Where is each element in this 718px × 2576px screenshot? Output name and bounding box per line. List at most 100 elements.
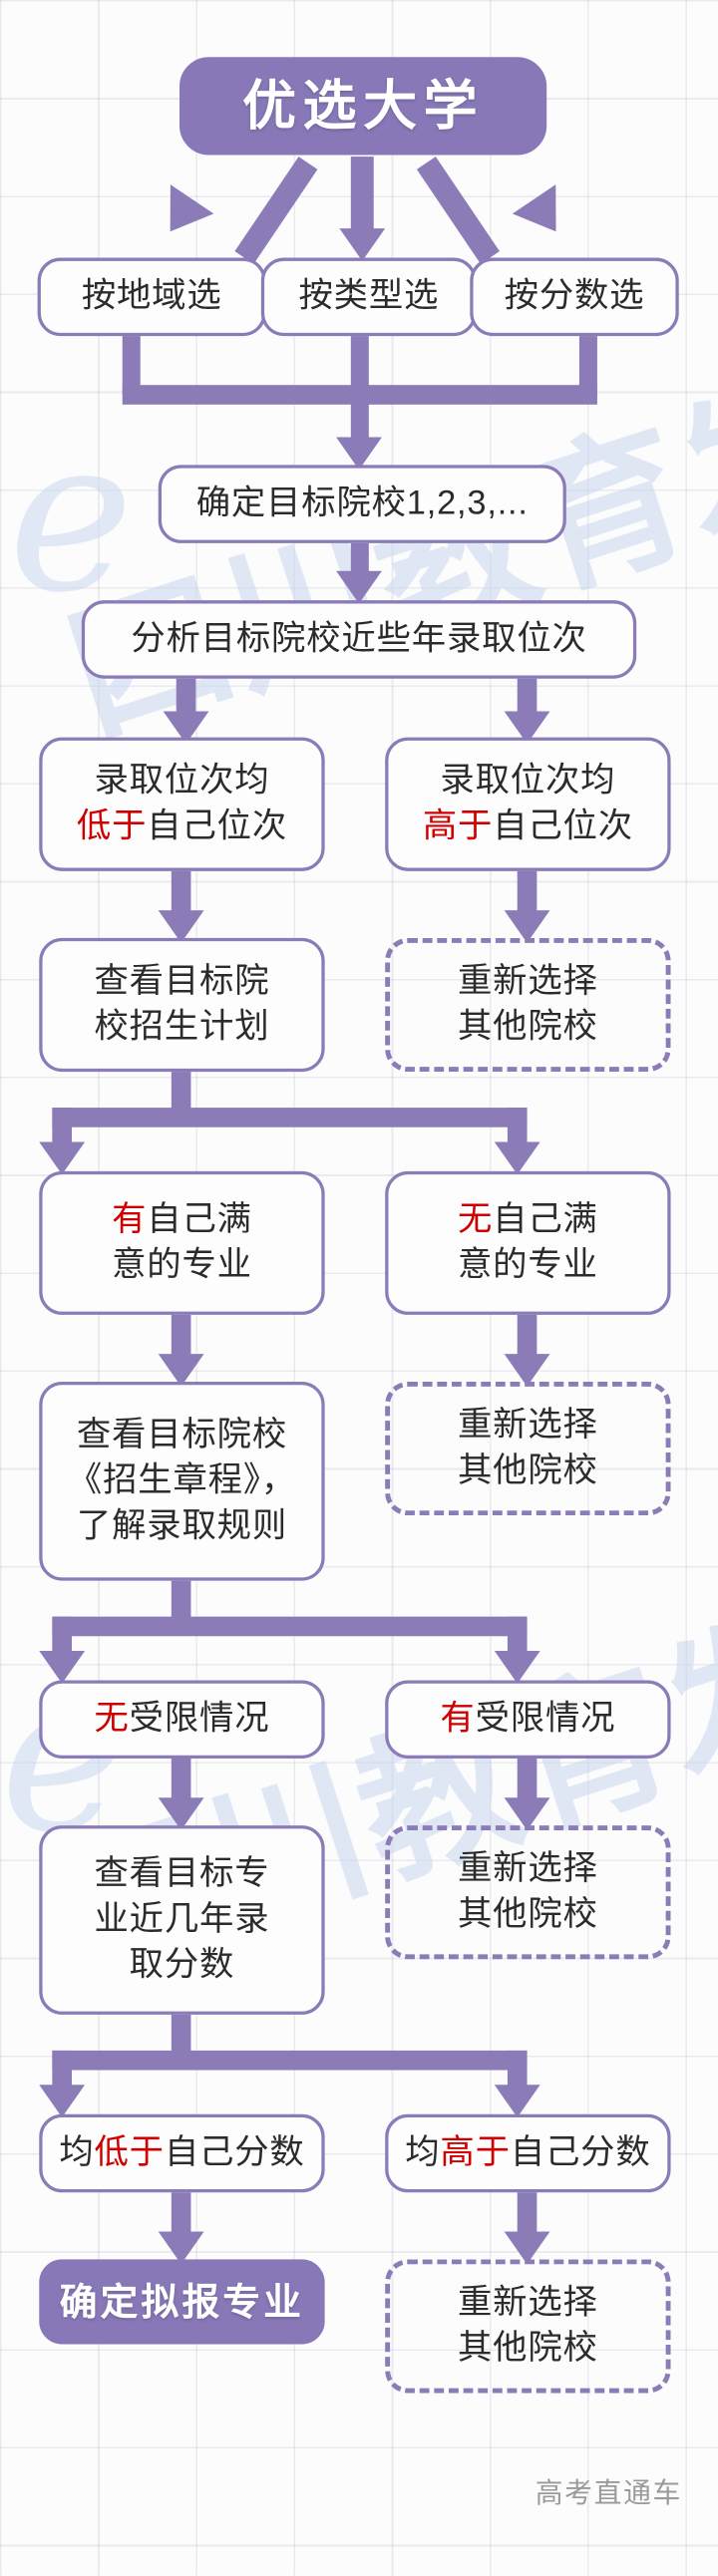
- node-rank-lower-line2: 低于自己位次: [76, 807, 287, 845]
- connector-analyze-to-lower: [176, 678, 196, 718]
- node-score-lower-text: 均低于自己分数: [59, 2133, 305, 2172]
- connector-score-down: [578, 336, 597, 395]
- node-analyze-admission-rank[interactable]: 分析目标院校近些年录取位次: [81, 600, 637, 679]
- node-has-restriction[interactable]: 有受限情况: [385, 1680, 671, 1759]
- node-view-major-scores[interactable]: 查看目标专 业近几年录 取分数: [39, 1825, 325, 2015]
- node-rank-higher-line2: 高于自己位次: [422, 807, 633, 845]
- connector-bus-left-limits: [52, 1616, 72, 1660]
- footer-credit: 高考直通车: [535, 2477, 682, 2509]
- arrowhead-to-charter: [158, 1354, 204, 1387]
- arrowhead-root-to-score: [512, 184, 578, 246]
- connector-has-limit-down: [517, 1759, 538, 1808]
- connector-no-limit-down: [171, 1759, 191, 1808]
- node-charter-line1: 查看目标院校: [76, 1417, 287, 1454]
- node-reselect-4[interactable]: 重新选择 其他院校: [385, 2259, 671, 2394]
- connector-charter-down: [171, 1580, 191, 1627]
- connector-score-lower-down: [171, 2192, 191, 2242]
- connector-bus-left-majors: [52, 1108, 72, 1150]
- arrowhead-to-major-score: [158, 1797, 204, 1830]
- node-has-limit-text: 有受限情况: [440, 1700, 616, 1738]
- node-major-score-line1: 查看目标专: [94, 1855, 270, 1893]
- node-no-satisfying-major[interactable]: 无自己满 意的专业: [385, 1170, 671, 1315]
- node-by-type[interactable]: 按类型选: [260, 257, 477, 337]
- node-has-major-line2: 意的专业: [112, 1246, 252, 1284]
- node-view-enrollment-plan[interactable]: 查看目标院 校招生计划: [39, 937, 325, 1073]
- node-no-restriction[interactable]: 无受限情况: [39, 1680, 325, 1759]
- connector-root-to-score: [416, 157, 500, 264]
- node-view-admission-charter[interactable]: 查看目标院校 《招生章程》， 了解录取规则: [39, 1382, 325, 1581]
- arrowhead-to-reselect-4: [504, 2231, 550, 2265]
- arrowhead-to-plan: [158, 910, 204, 943]
- arrowhead-to-score-lower: [39, 2085, 86, 2117]
- arrowhead-to-reselect-2: [504, 1354, 550, 1387]
- node-root-优选大学[interactable]: 优选大学: [180, 57, 547, 156]
- connector-root-to-type: [350, 157, 374, 238]
- connector-analyze-to-higher: [517, 678, 538, 718]
- arrowhead-to-no-limit: [39, 1651, 86, 1684]
- watermark-logo-icon: e: [8, 391, 135, 640]
- arrowhead-to-final: [158, 2231, 204, 2265]
- node-reselect-1[interactable]: 重新选择 其他院校: [385, 937, 671, 1073]
- connector-type-down: [350, 336, 369, 395]
- connector-target-to-analyze: [350, 542, 369, 579]
- split-bus-majors: [52, 1108, 528, 1127]
- node-final-choose-major[interactable]: 确定拟报专业: [39, 2259, 325, 2345]
- node-plan-line1: 查看目标院: [94, 962, 270, 1001]
- connector-region-down: [122, 336, 141, 395]
- connector-bus-left-scores: [52, 2050, 72, 2093]
- node-reselect-1-line1: 重新选择: [458, 962, 598, 1001]
- node-reselect-2-line2: 其他院校: [458, 1451, 598, 1489]
- arrowhead-to-target-schools: [336, 437, 382, 471]
- arrowhead-to-has-major: [39, 1141, 86, 1175]
- split-bus-limits: [52, 1616, 528, 1637]
- node-charter-line2: 《招生章程》，: [67, 1461, 296, 1500]
- node-reselect-1-line2: 其他院校: [458, 1008, 598, 1046]
- node-by-score[interactable]: 按分数选: [470, 257, 679, 337]
- connector-bus-right-majors: [507, 1108, 528, 1150]
- connector-plan-down: [171, 1072, 191, 1118]
- arrowhead-to-has-limit: [494, 1651, 540, 1684]
- node-rank-lower-line1: 录取位次均: [94, 762, 270, 801]
- node-reselect-4-line1: 重新选择: [458, 2284, 598, 2323]
- node-rank-lower[interactable]: 录取位次均 低于自己位次: [39, 737, 325, 871]
- node-charter-line3: 了解录取规则: [76, 1506, 287, 1545]
- node-plan-line2: 校招生计划: [94, 1008, 270, 1046]
- node-reselect-2-line1: 重新选择: [458, 1407, 598, 1445]
- node-rank-higher-line1: 录取位次均: [440, 762, 616, 801]
- arrowhead-to-no-major: [494, 1141, 540, 1175]
- node-major-score-line3: 取分数: [129, 1945, 235, 1984]
- connector-bus-right-scores: [507, 2050, 528, 2093]
- node-major-score-line2: 业近几年录: [94, 1900, 270, 1939]
- node-reselect-3-line2: 其他院校: [458, 1895, 598, 1934]
- node-by-region[interactable]: 按地域选: [37, 257, 266, 337]
- node-score-higher-text: 均高于自己分数: [405, 2133, 651, 2172]
- node-score-higher[interactable]: 均高于自己分数: [385, 2113, 671, 2193]
- connector-has-major-down: [171, 1314, 191, 1364]
- connector-no-major-down: [517, 1314, 538, 1364]
- arrowhead-to-reselect-3: [504, 1797, 550, 1830]
- node-reselect-3-line1: 重新选择: [458, 1850, 598, 1888]
- connector-rank-lower-down: [171, 870, 191, 920]
- node-has-major-line1: 有自己满: [112, 1200, 252, 1239]
- arrowhead-root-to-region: [148, 184, 214, 246]
- node-no-limit-text: 无受限情况: [94, 1700, 270, 1738]
- arrowhead-root-to-type: [339, 228, 386, 261]
- node-rank-higher[interactable]: 录取位次均 高于自己位次: [385, 737, 671, 871]
- node-has-satisfying-major[interactable]: 有自己满 意的专业: [39, 1170, 325, 1315]
- connector-bus-right-limits: [507, 1616, 528, 1660]
- connector-root-to-region: [234, 157, 318, 264]
- split-bus-scores: [52, 2050, 528, 2071]
- connector-major-score-down: [171, 2014, 191, 2061]
- arrowhead-to-analyze: [336, 570, 382, 604]
- node-target-schools[interactable]: 确定目标院校1,2,3,...: [158, 465, 566, 543]
- connector-score-higher-down: [517, 2192, 538, 2242]
- node-no-major-line2: 意的专业: [458, 1246, 598, 1284]
- connector-bus-to-target: [350, 395, 369, 448]
- connector-rank-higher-down: [517, 870, 538, 920]
- node-no-major-line1: 无自己满: [458, 1200, 598, 1239]
- node-reselect-3[interactable]: 重新选择 其他院校: [385, 1825, 671, 1960]
- node-reselect-2[interactable]: 重新选择 其他院校: [385, 1382, 671, 1516]
- node-score-lower[interactable]: 均低于自己分数: [39, 2113, 325, 2193]
- arrowhead-to-reselect-1: [504, 910, 550, 943]
